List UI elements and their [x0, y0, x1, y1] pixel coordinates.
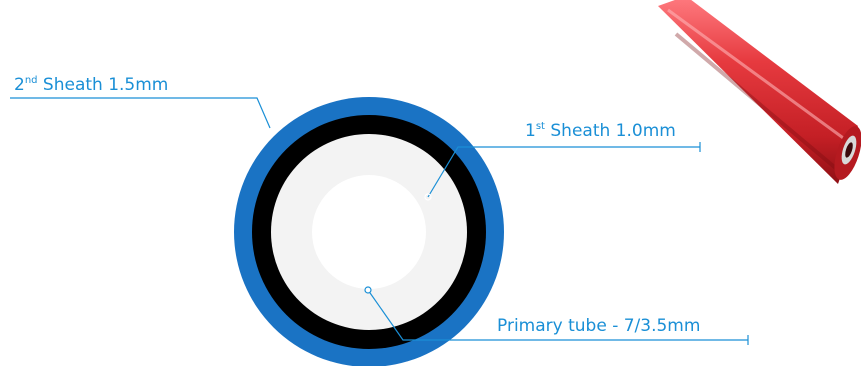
second-sheath-label-number: 2: [14, 75, 25, 95]
first-sheath-label: 1st Sheath 1.0mm: [525, 121, 676, 141]
red-tube-end-bore: [845, 142, 853, 158]
primary-tube-label-text: Primary tube - 7/3.5mm: [497, 316, 701, 336]
second-sheath-label-text: Sheath 1.5mm: [37, 75, 169, 95]
second-sheath-callout-line: [10, 97, 271, 129]
primary-tube-callout-dot: [364, 286, 372, 294]
first-sheath-label-text: Sheath 1.0mm: [544, 121, 676, 141]
second-sheath-label-ordinal: nd: [24, 75, 38, 86]
second-sheath-label: 2nd Sheath 1.5mm: [14, 75, 168, 95]
primary-tube-callout-line: [367, 289, 748, 341]
first-sheath-callout-dot: [424, 193, 432, 201]
red-tube-highlight: [667, 8, 847, 142]
red-tube-photo: [658, 0, 861, 184]
first-sheath-label-number: 1: [525, 121, 536, 141]
primary-tube-label: Primary tube - 7/3.5mm: [497, 316, 700, 336]
first-sheath-callout-line: [427, 146, 700, 198]
red-tube-body: [658, 0, 858, 184]
first-sheath-label-ordinal: st: [535, 121, 545, 132]
tube-bore: [312, 175, 426, 289]
red-tube-shadow: [674, 32, 840, 172]
